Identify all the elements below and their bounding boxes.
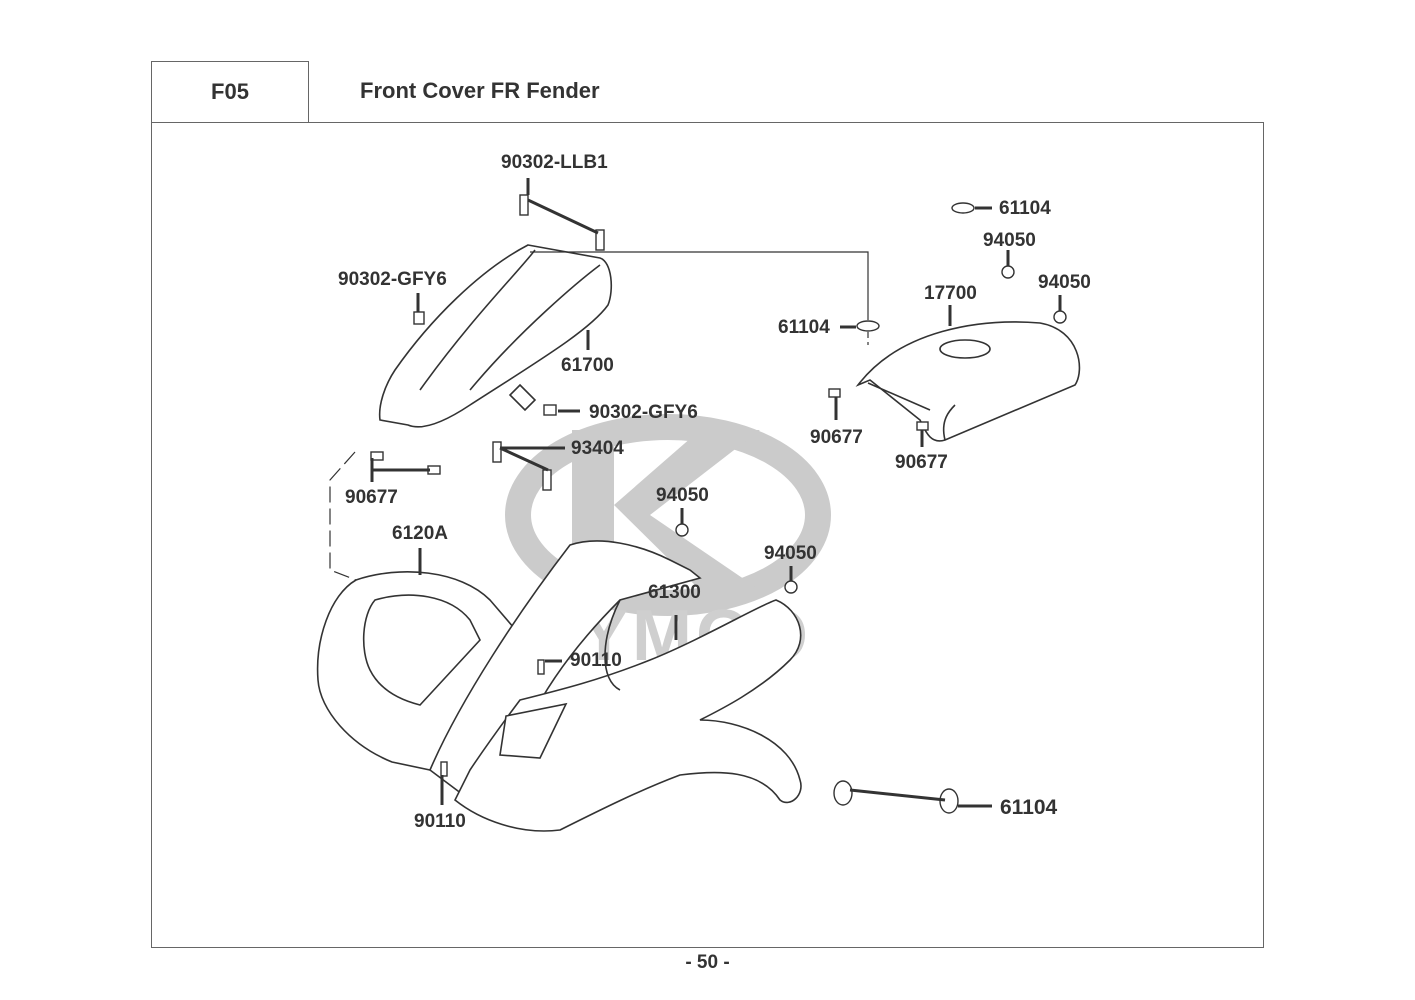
bolt-90302-GFY6-a bbox=[413, 311, 425, 325]
bolt-90302-LLB1-b bbox=[595, 229, 605, 251]
section-code-cell: F05 bbox=[151, 61, 309, 122]
callout-label: 90677 bbox=[895, 452, 948, 473]
screw-90110-a bbox=[537, 659, 545, 675]
callout-label: 90677 bbox=[345, 487, 398, 508]
callout-label: 94050 bbox=[1038, 272, 1091, 293]
nut-94050-d bbox=[1053, 310, 1067, 324]
leader-lines bbox=[370, 178, 1062, 808]
handle-cover-17700 bbox=[855, 321, 1081, 442]
nut-94050-a bbox=[675, 523, 689, 537]
callout-label: 90110 bbox=[570, 650, 622, 671]
watermark-ring bbox=[505, 414, 831, 616]
hardware bbox=[370, 194, 1067, 814]
grommet-61104-b bbox=[856, 320, 880, 332]
front-fender-61300 bbox=[429, 540, 802, 832]
clip-90677-d bbox=[916, 421, 929, 431]
bolt-90302-LLB1-a bbox=[519, 194, 529, 216]
callout-label: 90302-GFY6 bbox=[338, 269, 447, 290]
nut-94050-b bbox=[784, 580, 798, 594]
grommet-61104-c bbox=[833, 780, 853, 806]
callout-label: 90677 bbox=[810, 427, 863, 448]
callout-label: 6120A bbox=[392, 523, 448, 544]
front-fender-61700 bbox=[378, 244, 613, 428]
callout-label: 93404 bbox=[571, 438, 624, 459]
page-number: - 50 - bbox=[685, 952, 730, 973]
callout-label: 61104 bbox=[1000, 796, 1058, 819]
callout-label: 61104 bbox=[778, 317, 830, 338]
grommet-61104-d bbox=[939, 788, 959, 814]
section-code: F05 bbox=[211, 79, 249, 104]
callout-label: 17700 bbox=[924, 283, 977, 304]
nut-94050-c bbox=[1001, 265, 1015, 279]
connector-lines bbox=[329, 251, 869, 581]
callout-label: 94050 bbox=[656, 485, 709, 506]
callout-label: 90110 bbox=[414, 811, 466, 832]
bolt-90302-GFY6-b bbox=[543, 404, 557, 416]
page-title: Front Cover FR Fender bbox=[360, 78, 600, 103]
clip-90677-c bbox=[828, 388, 841, 398]
bolt-93404-b bbox=[542, 469, 552, 491]
callout-label: 61104 bbox=[999, 198, 1051, 219]
diagram-frame bbox=[151, 122, 1264, 948]
callout-label: 61300 bbox=[648, 582, 701, 603]
callout-label: 94050 bbox=[983, 230, 1036, 251]
grommet-61104-a bbox=[951, 202, 975, 214]
callout-label: 90302-GFY6 bbox=[589, 402, 698, 423]
screw-90110-b bbox=[440, 761, 448, 777]
callout-label: 90302-LLB1 bbox=[501, 152, 608, 173]
callout-label: 61700 bbox=[561, 355, 614, 376]
bolt-93404-a bbox=[492, 441, 502, 463]
callout-label: 94050 bbox=[764, 543, 817, 564]
clip-90677-a bbox=[370, 451, 384, 461]
